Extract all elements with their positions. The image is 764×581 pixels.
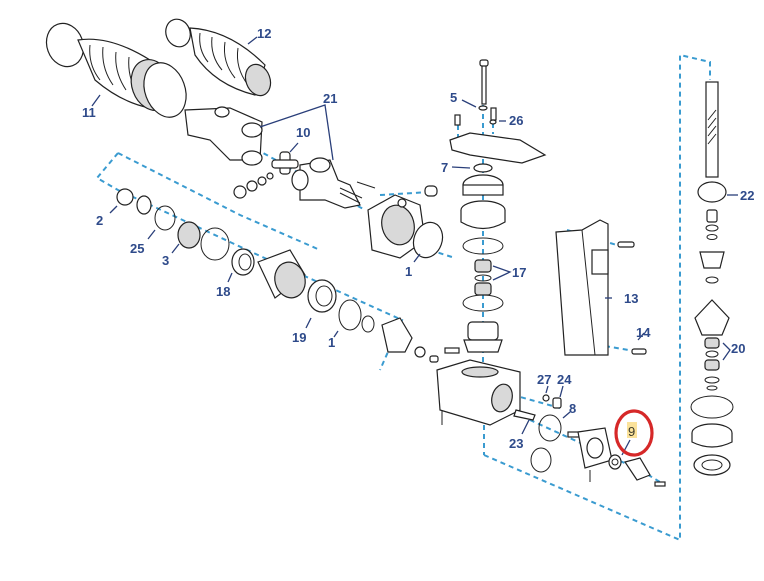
- callout-17[interactable]: 17: [512, 265, 526, 280]
- part-27-washer: [542, 394, 550, 402]
- part-17-bearing-lower: [474, 282, 492, 296]
- callout-5[interactable]: 5: [450, 90, 457, 105]
- part-11-large-bellows: [45, 22, 187, 118]
- part-25-seal: [136, 195, 152, 215]
- part-8-oring: [538, 414, 562, 442]
- callout-27[interactable]: 27: [537, 372, 551, 387]
- part-9-seal: [608, 454, 622, 470]
- callout-2[interactable]: 2: [96, 213, 103, 228]
- part-top-cover: [449, 59, 547, 164]
- callout-25[interactable]: 25: [130, 241, 144, 256]
- guide-yoke-bolt: [379, 191, 431, 196]
- part-24-screw: [552, 397, 562, 409]
- part-7-washer: [473, 163, 493, 173]
- part-drive-shaft: [705, 81, 719, 178]
- callout-20[interactable]: 20: [731, 341, 745, 356]
- part-21-ujoint-yokes: [184, 106, 363, 209]
- part-2-plug: [116, 188, 134, 206]
- part-side-components: [513, 394, 666, 487]
- part-25-circlip: [154, 205, 176, 231]
- callout-9[interactable]: 9: [628, 424, 635, 439]
- guide-left-top: [117, 152, 321, 251]
- part-vertical-stack: [460, 163, 506, 353]
- callout-1-upper[interactable]: 1: [405, 264, 412, 279]
- part-oring: [200, 227, 230, 261]
- part-side-fitting: [624, 457, 651, 481]
- part-23-lever: [513, 409, 536, 421]
- callout-14[interactable]: 14: [636, 325, 651, 340]
- callout-10[interactable]: 10: [296, 125, 310, 140]
- part-12-small-bellows: [165, 18, 272, 97]
- highlight-circle: [614, 409, 654, 457]
- part-gear-housing: [436, 347, 521, 426]
- part-bevel-gear-left: [381, 317, 413, 353]
- part-pinion-gear: [694, 299, 730, 336]
- part-22-bearing-cone: [697, 181, 727, 203]
- callout-3[interactable]: 3: [162, 253, 169, 268]
- callout-labels: 11 12 21 10 2 25 3 18 19 1 1 5 26 7 17 1…: [82, 26, 754, 451]
- part-oring-lower-side: [530, 447, 552, 473]
- callout-26[interactable]: 26: [509, 113, 523, 128]
- callout-21[interactable]: 21: [323, 91, 337, 106]
- part-20-bearing-lower: [704, 359, 720, 371]
- callout-13[interactable]: 13: [624, 291, 638, 306]
- part-10-cross-kit: [233, 151, 299, 199]
- part-1-oring-upper: [412, 221, 444, 259]
- highlight-label-background: [627, 422, 637, 438]
- part-housing-upper-left: [367, 194, 426, 259]
- part-left-drive-stack: [116, 188, 439, 363]
- callout-24[interactable]: 24: [557, 372, 572, 387]
- part-20-bearing-upper: [704, 337, 720, 349]
- part-3-cup: [177, 221, 201, 249]
- callout-1-lower[interactable]: 1: [328, 335, 335, 350]
- callout-11[interactable]: 11: [82, 105, 96, 120]
- part-yoke-bolt: [356, 181, 438, 197]
- callout-18[interactable]: 18: [216, 284, 230, 299]
- part-17-bearing-upper: [474, 259, 492, 273]
- callout-8[interactable]: 8: [569, 401, 576, 416]
- part-right-shaft-stack: [690, 81, 734, 476]
- callout-7[interactable]: 7: [441, 160, 448, 175]
- callout-23[interactable]: 23: [509, 436, 523, 451]
- highlight-part-9: [614, 409, 654, 457]
- callout-19[interactable]: 19: [292, 330, 306, 345]
- callout-22[interactable]: 22: [740, 188, 754, 203]
- callout-12[interactable]: 12: [257, 26, 271, 41]
- part-1-oring-lower: [338, 299, 362, 331]
- part-13-shield: [555, 219, 647, 356]
